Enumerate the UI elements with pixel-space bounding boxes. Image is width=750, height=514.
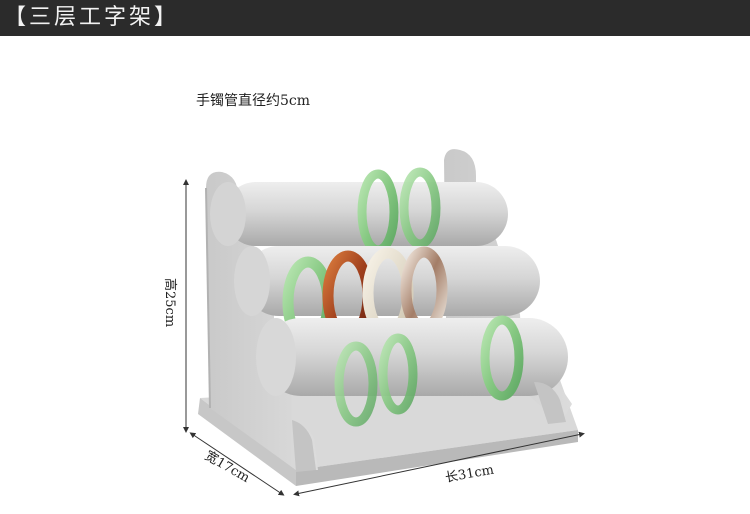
- width-label: 宽17cm: [202, 448, 253, 486]
- height-dimension: 高25cm: [162, 179, 189, 433]
- height-label: 高25cm: [162, 278, 178, 327]
- length-label: 长31cm: [444, 463, 495, 486]
- stand-left-panel: [205, 171, 318, 471]
- tube-diameter-caption: 手镯管直径约5cm: [196, 93, 311, 109]
- bottom-tier-bangles: [334, 315, 524, 427]
- banner-title: 【三层工字架】: [4, 5, 180, 30]
- title-banner: 【三层工字架】: [0, 0, 750, 36]
